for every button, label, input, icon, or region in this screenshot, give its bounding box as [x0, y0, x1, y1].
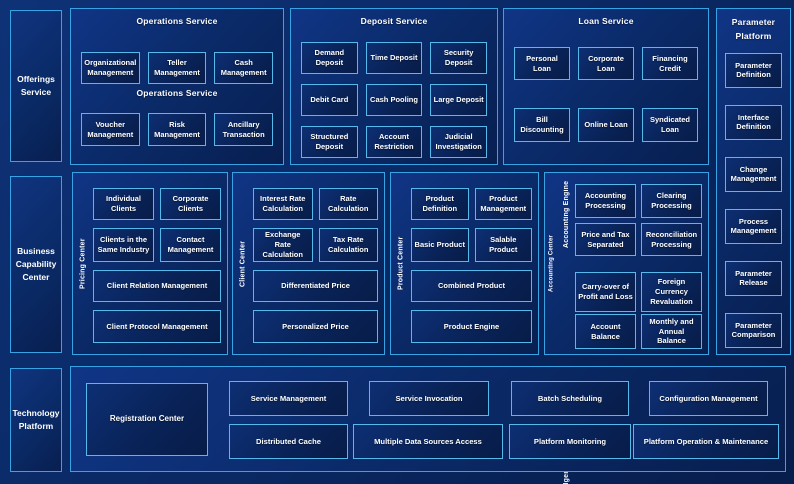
large-deposit-box: Large Deposit [430, 84, 487, 116]
corporate-loan-box: Corporate Loan [578, 47, 634, 80]
service-invocation-box: Service Invocation [369, 381, 489, 416]
account-balance-box: Account Balance [575, 314, 636, 349]
configuration-management-box: Configuration Management [649, 381, 768, 416]
accounting-center-panel: Accounting Center Accounting Engine Acco… [544, 172, 709, 484]
demand-deposit-box: Demand Deposit [301, 42, 358, 74]
exchange-rate-calculation-box: Exchange Rate Calculation [253, 228, 313, 262]
technology-platform-panel: Registration Center Service Management D… [70, 366, 786, 472]
service-management-box: Service Management [229, 381, 348, 416]
clients-same-industry-box: Clients in the Same Industry [93, 228, 154, 262]
multiple-data-sources-access-box: Multiple Data Sources Access [353, 424, 503, 459]
judicial-investigation-box: Judicial Investigation [430, 126, 487, 158]
personal-loan-box: Personal Loan [514, 47, 570, 80]
deposit-service-title: Deposit Service [360, 16, 428, 26]
security-deposit-box: Security Deposit [430, 42, 487, 74]
process-management-box: Process Management [725, 208, 782, 244]
general-ledger-grid: Carry-over of Profit and Loss Foreign Cu… [575, 256, 708, 484]
loan-service-panel: Loan Service Personal Loan Corporate Loa… [503, 8, 709, 165]
change-management-box: Change Management [725, 156, 782, 192]
product-center-label: Product Center [397, 236, 405, 291]
accounting-engine-grid: Accounting Processing Clearing Processin… [575, 173, 708, 256]
loan-service-title: Loan Service [578, 16, 634, 26]
offerings-service-label: Offerings Service [10, 10, 62, 162]
organizational-management-box: Organizational Management [81, 52, 140, 84]
interface-definition-box: Interface Definition [725, 104, 782, 140]
product-grid: Product Definition Product Management Ba… [411, 173, 538, 354]
risk-management-box: Risk Management [147, 113, 207, 146]
parameter-release-box: Parameter Release [725, 260, 782, 296]
client-center-label: Client Center [239, 240, 247, 287]
operations-service-subtitle: Operations Service [136, 88, 218, 98]
operations-service-panel: Operations Service Organizational Manage… [70, 8, 284, 165]
debit-card-box: Debit Card [301, 84, 358, 116]
distributed-cache-box: Distributed Cache [229, 424, 348, 459]
price-tax-separated-box: Price and Tax Separated [575, 223, 636, 256]
business-capability-center-label: Business Capability Center [10, 176, 62, 353]
foreign-currency-revaluation-box: Foreign Currency Revaluation [641, 272, 702, 312]
interest-rate-calculation-box: Interest Rate Calculation [253, 188, 313, 220]
product-engine-box: Product Engine [411, 310, 532, 343]
parameter-comparison-box: Parameter Comparison [725, 312, 782, 348]
product-definition-box: Product Definition [411, 188, 469, 220]
structured-deposit-box: Structured Deposit [301, 126, 358, 158]
parameter-platform-title: Parameter Platform [731, 17, 776, 42]
batch-scheduling-box: Batch Scheduling [511, 381, 629, 416]
pricing-center-label: Pricing Center [79, 238, 87, 289]
cash-management-box: Cash Management [214, 52, 274, 84]
deposit-service-panel: Deposit Service Demand Deposit Time Depo… [290, 8, 498, 165]
basic-product-box: Basic Product [411, 228, 469, 262]
reconciliation-processing-box: Reconciliation Processing [641, 223, 702, 256]
accounting-engine-label: Accounting Engine [563, 180, 570, 249]
syndicated-loan-box: Syndicated Loan [642, 108, 698, 142]
operations-row-2: Voucher Management Risk Management Ancil… [81, 113, 274, 146]
contact-management-box: Contact Management [160, 228, 221, 262]
pricing-grid: Individual Clients Corporate Clients Cli… [93, 173, 227, 354]
client-relation-management-box: Client Relation Management [93, 270, 221, 302]
technology-platform-label: Technology Platform [10, 368, 62, 472]
corporate-clients-box: Corporate Clients [160, 188, 221, 220]
client-center-panel: Client Center Interest Rate Calculation … [232, 172, 385, 355]
operations-service-title: Operations Service [136, 16, 218, 26]
tax-rate-calculation-box: Tax Rate Calculation [318, 228, 378, 262]
rate-calculation-box: Rate Calculation [318, 188, 378, 220]
registration-center-box: Registration Center [86, 383, 208, 456]
operations-row-1: Organizational Management Teller Managem… [81, 52, 274, 84]
monthly-annual-balance-box: Monthly and Annual Balance [641, 314, 702, 349]
platform-monitoring-box: Platform Monitoring [509, 424, 631, 459]
salable-product-box: Salable Product [474, 228, 532, 262]
carry-over-profit-loss-box: Carry-over of Profit and Loss [575, 272, 636, 312]
platform-operation-maintenance-box: Platform Operation & Maintenance [633, 424, 779, 459]
product-management-box: Product Management [474, 188, 532, 220]
accounting-groups: Accounting Engine Accounting Processing … [558, 173, 708, 484]
time-deposit-box: Time Deposit [365, 42, 423, 74]
accounting-center-label: Accounting Center [548, 234, 555, 293]
clearing-processing-box: Clearing Processing [641, 184, 702, 218]
individual-clients-box: Individual Clients [93, 188, 154, 220]
combined-product-box: Combined Product [411, 270, 532, 302]
accounting-processing-box: Accounting Processing [575, 184, 636, 218]
personalized-price-box: Personalized Price [253, 310, 378, 343]
bill-discounting-box: Bill Discounting [514, 108, 570, 142]
cash-pooling-box: Cash Pooling [365, 84, 423, 116]
voucher-management-box: Voucher Management [81, 113, 140, 146]
deposit-grid: Demand Deposit Time Deposit Security Dep… [301, 42, 487, 158]
financing-credit-box: Financing Credit [642, 47, 698, 80]
pricing-center-panel: Pricing Center Individual Clients Corpor… [72, 172, 228, 355]
parameter-platform-panel: Parameter Platform Parameter Definition … [716, 8, 791, 355]
accounting-engine-group: Accounting Engine Accounting Processing … [558, 173, 708, 256]
account-restriction-box: Account Restriction [365, 126, 423, 158]
online-loan-box: Online Loan [578, 108, 634, 142]
teller-management-box: Teller Management [147, 52, 207, 84]
differentiated-price-box: Differentiated Price [253, 270, 378, 302]
loan-row-1: Personal Loan Corporate Loan Financing C… [514, 47, 698, 80]
ancillary-transaction-box: Ancillary Transaction [214, 113, 274, 146]
client-protocol-management-box: Client Protocol Management [93, 310, 221, 343]
loan-row-2: Bill Discounting Online Loan Syndicated … [514, 108, 698, 142]
parameter-definition-box: Parameter Definition [725, 52, 782, 88]
general-ledger-group: General Ledger Carry-over of Profit and … [558, 256, 708, 484]
client-grid: Interest Rate Calculation Rate Calculati… [253, 173, 384, 354]
product-center-panel: Product Center Product Definition Produc… [390, 172, 539, 355]
